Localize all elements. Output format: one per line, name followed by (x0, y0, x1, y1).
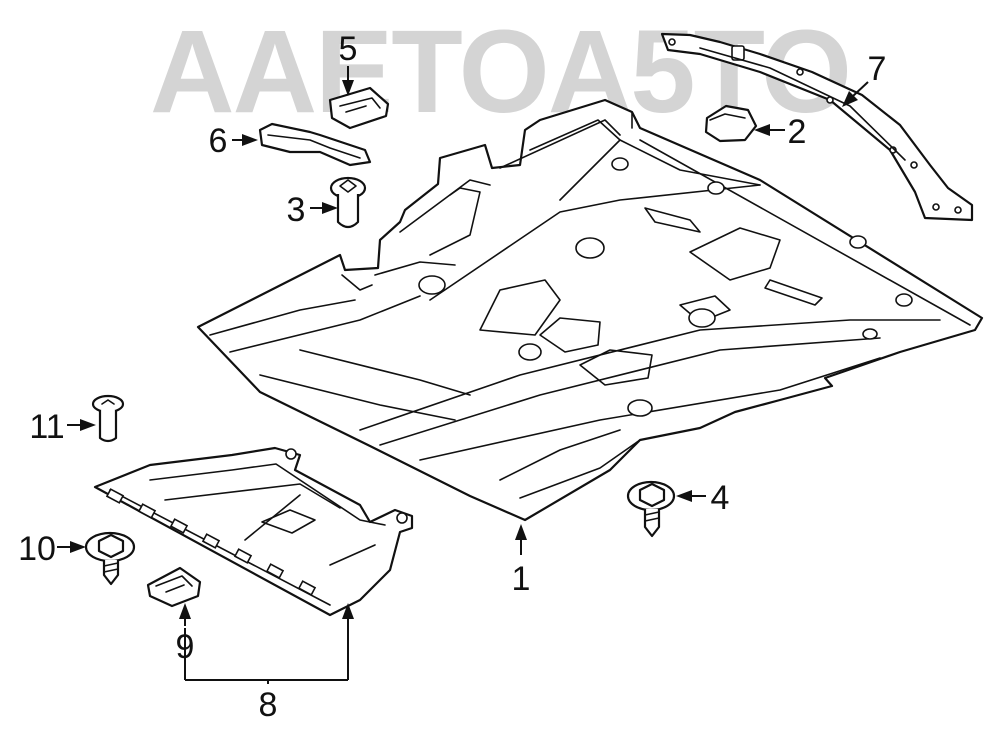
callout-6: 6 (209, 122, 228, 160)
callout-10: 10 (18, 530, 56, 568)
callout-11: 11 (29, 408, 64, 446)
bolt (91, 394, 125, 443)
push-pin-retainer (329, 176, 367, 229)
reinforcement-bar (660, 32, 974, 222)
callout-2: 2 (788, 113, 807, 151)
main-splash-shield (196, 98, 984, 522)
leader-lines (57, 66, 869, 684)
grommet (704, 104, 758, 143)
rear-shield-assembly (93, 446, 414, 617)
callout-1: 1 (512, 560, 531, 598)
callout-3: 3 (287, 191, 306, 229)
u-nut-clip (328, 86, 390, 130)
side-bracket (258, 122, 372, 167)
callout-9: 9 (176, 628, 195, 666)
shield-clip (146, 566, 202, 608)
callout-5: 5 (339, 30, 358, 68)
callout-labels: 1 2 3 4 5 6 7 8 9 10 11 (18, 30, 886, 724)
screw-with-washer (626, 480, 676, 538)
tapping-screw (84, 531, 136, 586)
callout-8: 8 (259, 686, 278, 724)
callout-7: 7 (868, 50, 887, 88)
callout-4: 4 (711, 479, 730, 517)
